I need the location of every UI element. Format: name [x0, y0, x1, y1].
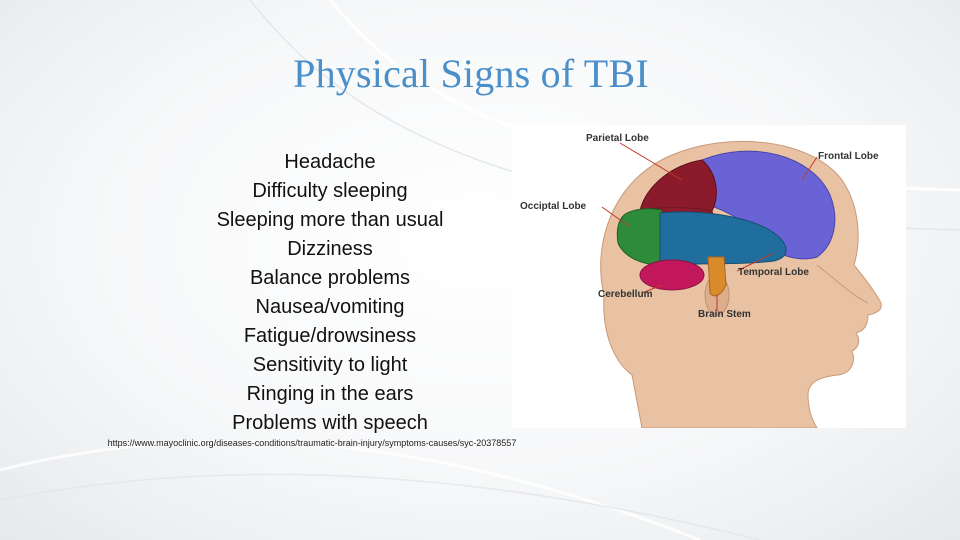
brain-stem-label: Brain Stem	[698, 309, 751, 320]
symptom-item: Problems with speech	[232, 412, 428, 434]
symptom-item: Fatigue/drowsiness	[243, 325, 417, 347]
cerebellum-label: Cerebellum	[598, 289, 653, 300]
cerebellum	[639, 259, 705, 291]
temporal-lobe-label: Temporal Lobe	[738, 267, 809, 278]
symptom-list: Headache Difficulty sleeping Sleeping mo…	[130, 148, 530, 438]
symptom-item: Headache	[284, 151, 376, 173]
symptom-item: Balance problems	[249, 267, 411, 289]
symptom-item: Dizziness	[287, 238, 373, 260]
source-citation: https://www.mayoclinic.org/diseases-cond…	[107, 438, 517, 448]
occipital-lobe	[616, 208, 663, 266]
symptom-item: Ringing in the ears	[246, 383, 414, 405]
slide-title: Physical Signs of TBI	[293, 51, 649, 96]
symptom-item: Difficulty sleeping	[252, 180, 408, 202]
occipital-lobe-label: Occiptal Lobe	[520, 201, 587, 212]
parietal-lobe-label: Parietal Lobe	[586, 133, 649, 144]
symptom-item: Nausea/vomiting	[255, 296, 405, 318]
brain-stem	[707, 256, 727, 297]
symptom-item: Sensitivity to light	[252, 354, 408, 376]
temporal-lobe	[659, 211, 787, 266]
symptom-item: Sleeping more than usual	[216, 209, 444, 231]
frontal-lobe-label: Frontal Lobe	[818, 151, 879, 162]
brain-anatomy-figure: Parietal Lobe Frontal Lobe Occiptal Lobe…	[512, 125, 906, 428]
